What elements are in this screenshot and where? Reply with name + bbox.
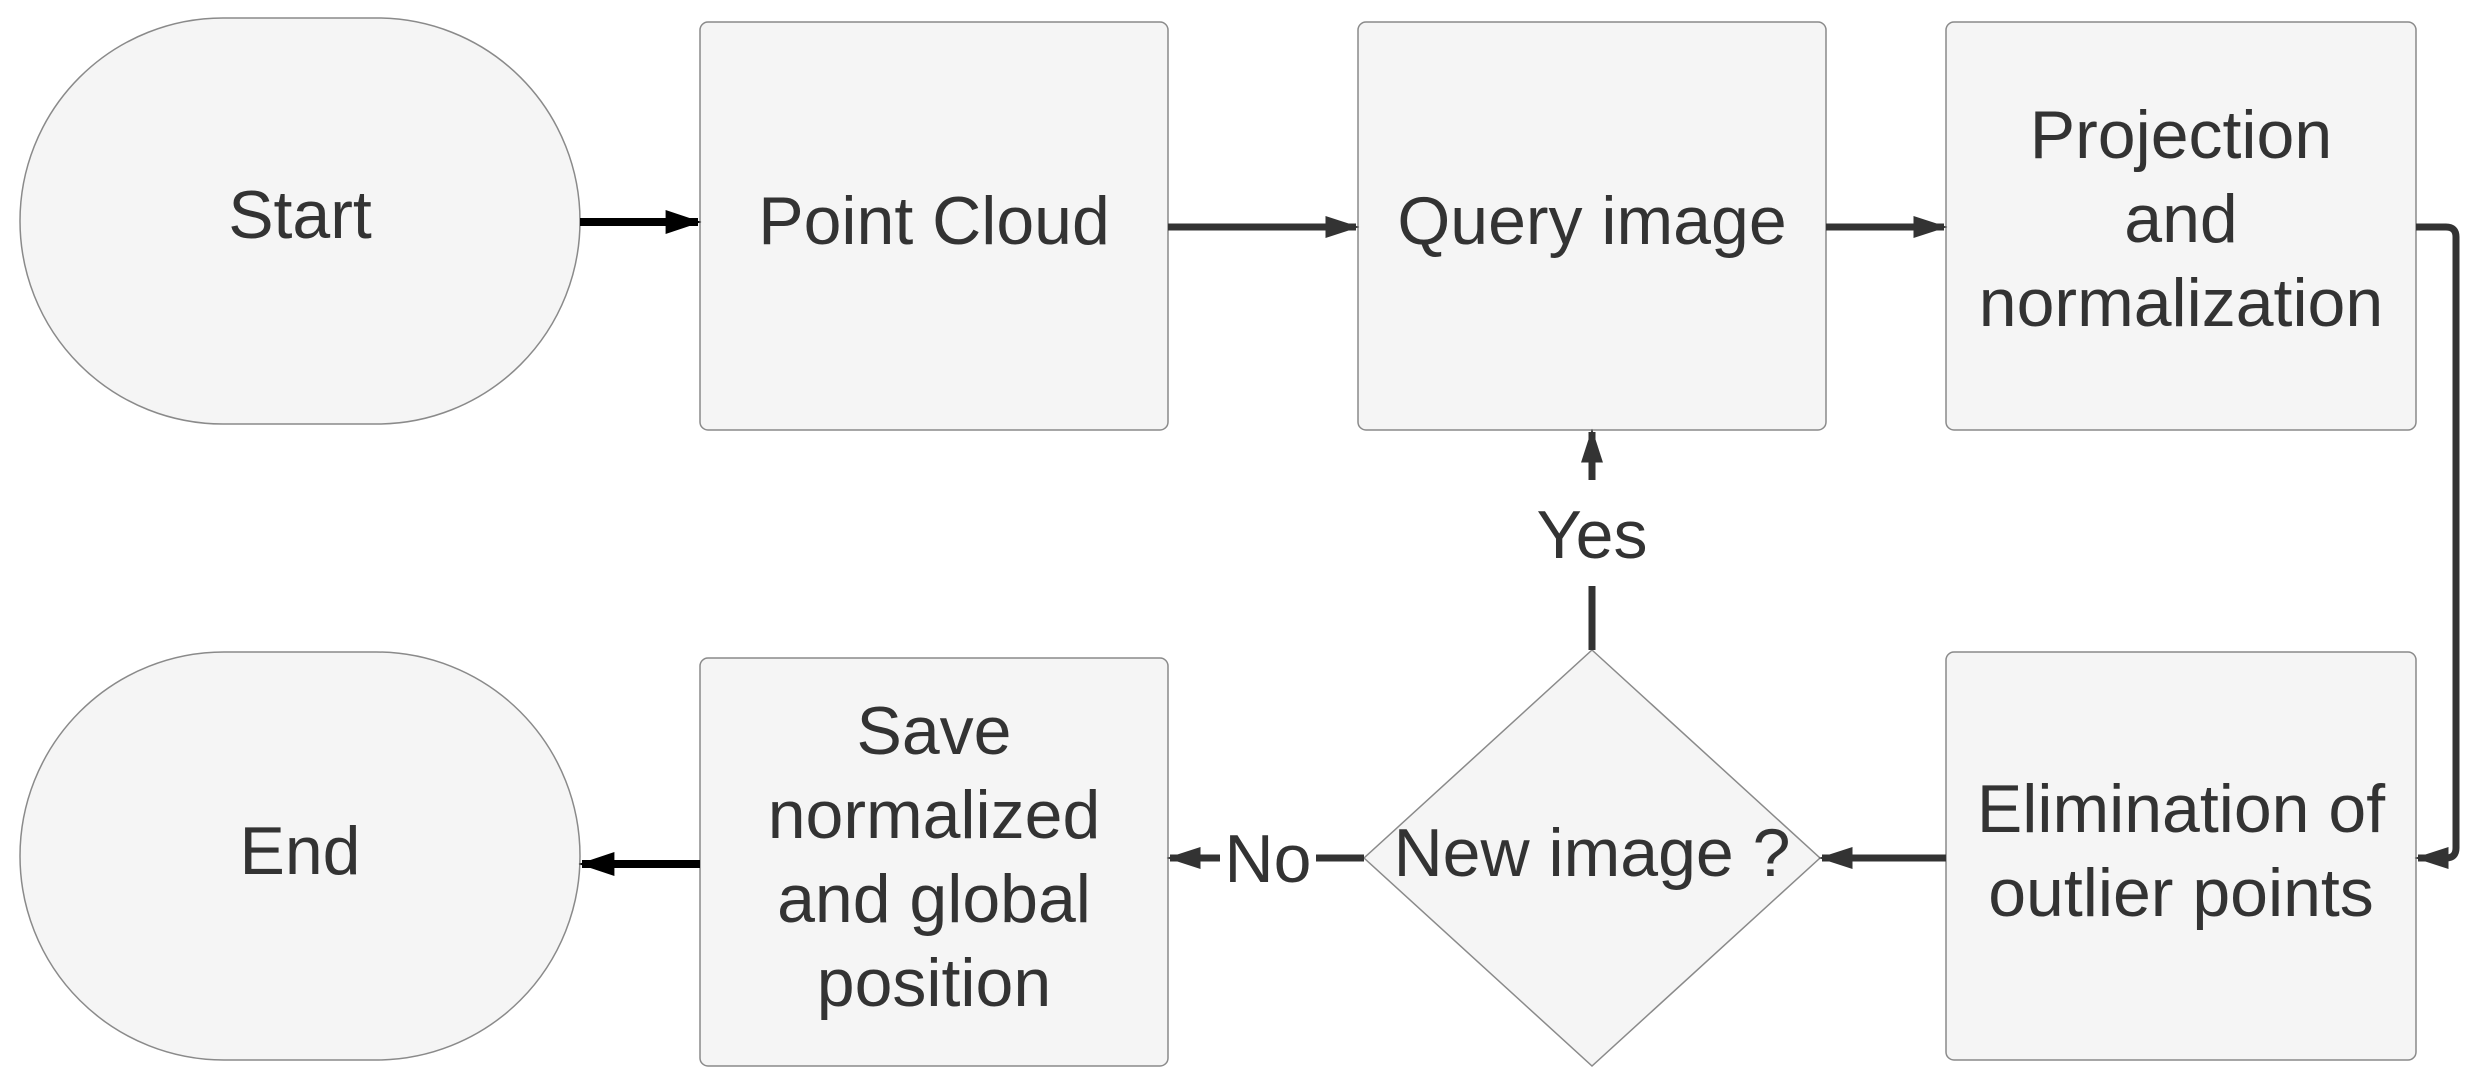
elimination-label-line-1: Elimination of — [1977, 771, 2385, 847]
point-cloud-label: Point Cloud — [758, 183, 1110, 259]
save-label-line-4: position — [817, 945, 1051, 1021]
new-image-decision — [1362, 648, 1822, 1068]
edge-projection-to-elimination — [2414, 223, 2460, 869]
projection-label-line-3: normalization — [1979, 265, 2383, 341]
yes-label: Yes — [1537, 497, 1648, 573]
save-label-line-2: normalized — [768, 777, 1101, 853]
end-label: End — [240, 813, 361, 889]
projection-label-line-2: and — [2124, 181, 2237, 257]
elimination-label-line-2: outlier points — [1988, 855, 2374, 931]
start-label: Start — [228, 177, 372, 253]
query-image-label: Query image — [1397, 183, 1786, 259]
save-label-line-3: and global — [777, 861, 1091, 937]
no-label: No — [1225, 821, 1312, 897]
save-label-line-1: Save — [857, 693, 1012, 769]
projection-label-line-1: Projection — [2030, 97, 2332, 173]
new-image-label: New image ? — [1394, 815, 1791, 891]
